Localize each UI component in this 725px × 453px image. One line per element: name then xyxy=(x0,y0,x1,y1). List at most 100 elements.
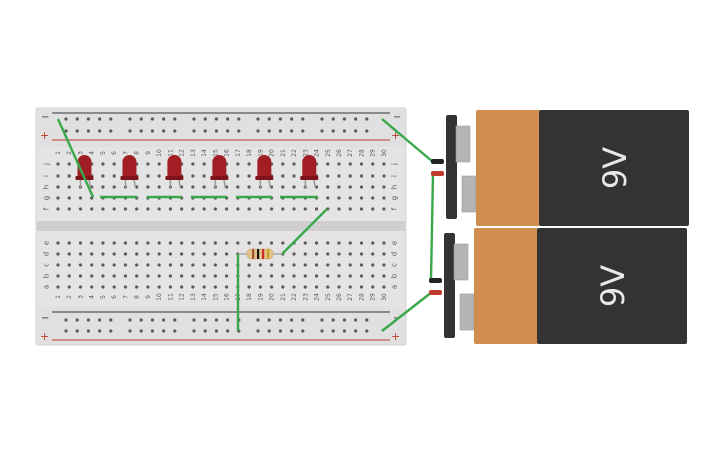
rail-hole xyxy=(214,117,218,121)
grid-hole xyxy=(56,185,60,189)
grid-hole xyxy=(359,285,364,289)
grid-hole xyxy=(236,241,240,245)
wire-bottom-rail-to-battery[interactable] xyxy=(381,291,433,332)
row-letter-bottom: a xyxy=(43,285,51,289)
led-5[interactable] xyxy=(255,155,274,189)
grid-hole xyxy=(67,252,71,256)
battery-bottom-terminal-2 xyxy=(459,293,475,331)
grid-hole xyxy=(247,241,251,245)
rail-hole xyxy=(267,129,271,133)
grid-hole xyxy=(67,241,71,245)
grid-hole xyxy=(382,174,386,178)
row-letter-top: h xyxy=(43,185,51,189)
rail-hole xyxy=(162,318,166,322)
resistor-band-3 xyxy=(262,249,265,259)
grid-hole xyxy=(371,174,375,178)
column-number-top: 11 xyxy=(167,149,174,157)
battery-top-lead-red xyxy=(431,171,444,176)
grid-hole xyxy=(326,252,330,256)
column-number-bottom: 18 xyxy=(246,293,253,301)
grid-hole xyxy=(56,285,60,289)
rail-hole xyxy=(320,117,324,121)
grid-hole xyxy=(56,207,60,211)
grid-hole xyxy=(371,162,375,166)
resistor[interactable] xyxy=(238,248,282,260)
grid-hole xyxy=(281,285,285,289)
column-number-top: 3 xyxy=(77,151,84,155)
column-number-top: 14 xyxy=(201,149,208,157)
grid-hole xyxy=(157,252,161,256)
led-dome xyxy=(212,155,227,178)
grid-hole xyxy=(359,174,364,178)
column-number-bottom: 13 xyxy=(190,293,197,301)
grid-hole xyxy=(213,241,217,245)
grid-hole xyxy=(337,162,341,166)
grid-hole xyxy=(202,263,206,267)
grid-hole xyxy=(157,207,161,211)
rail-hole xyxy=(86,117,90,121)
column-number-bottom: 24 xyxy=(314,293,321,301)
wire-top-rail-to-battery[interactable] xyxy=(381,118,434,163)
rail-hole xyxy=(173,129,177,133)
rail-hole xyxy=(226,117,230,121)
grid-hole xyxy=(78,196,83,200)
grid-hole xyxy=(348,185,352,189)
rail-hole xyxy=(150,329,154,333)
column-number-top: 29 xyxy=(370,149,377,157)
grid-hole xyxy=(180,207,184,211)
grid-hole xyxy=(78,252,83,256)
grid-hole xyxy=(191,252,195,256)
grid-hole xyxy=(382,185,386,189)
led-4[interactable] xyxy=(210,155,229,189)
rail-hole xyxy=(214,318,218,322)
rail-hole xyxy=(278,117,282,121)
grid-hole xyxy=(337,174,341,178)
rail-hole xyxy=(267,329,271,333)
grid-hole xyxy=(101,274,105,278)
grid-hole xyxy=(101,285,105,289)
battery-top-label: 9V xyxy=(596,147,634,189)
battery-top[interactable]: 9V xyxy=(431,110,689,226)
grid-hole xyxy=(281,241,285,245)
wire-led-to-resistor[interactable] xyxy=(281,208,328,255)
grid-hole xyxy=(292,162,296,166)
column-number-top: 4 xyxy=(89,151,96,155)
grid-hole xyxy=(292,263,296,267)
wire-rail-to-led1[interactable] xyxy=(56,118,95,198)
grid-hole xyxy=(348,174,352,178)
rail-hole xyxy=(150,117,154,121)
grid-hole xyxy=(371,285,375,289)
row-letter-bottom: c xyxy=(43,263,51,267)
grid-hole xyxy=(225,252,229,256)
column-number-top: 24 xyxy=(314,149,321,157)
rail-hole xyxy=(342,329,346,333)
battery-bottom[interactable]: 9V xyxy=(429,228,687,344)
grid-hole xyxy=(359,162,364,166)
grid-hole xyxy=(146,241,150,245)
grid-hole xyxy=(382,274,386,278)
rail-hole xyxy=(354,318,358,322)
rail-hole xyxy=(203,117,207,121)
grid-hole xyxy=(112,285,116,289)
wire-battery-series[interactable] xyxy=(429,173,435,281)
column-number-bottom: 8 xyxy=(134,295,141,299)
led-3[interactable] xyxy=(165,155,184,189)
grid-hole xyxy=(326,285,330,289)
grid-hole xyxy=(90,274,94,278)
grid-hole xyxy=(202,274,206,278)
rail-hole xyxy=(256,129,260,133)
rail-hole xyxy=(203,329,207,333)
grid-hole xyxy=(123,207,128,211)
column-number-bottom: 20 xyxy=(269,293,276,301)
row-letter-bottom: b xyxy=(43,273,51,278)
column-number-bottom: 16 xyxy=(224,293,231,301)
led-2[interactable] xyxy=(120,155,139,189)
grid-hole xyxy=(269,274,274,278)
grid-hole xyxy=(247,162,251,166)
rail-hole xyxy=(354,329,358,333)
wires xyxy=(56,118,435,332)
grid-hole xyxy=(191,263,195,267)
rail-hole xyxy=(139,129,143,133)
rail-hole xyxy=(342,117,346,121)
led-6[interactable] xyxy=(300,155,319,189)
